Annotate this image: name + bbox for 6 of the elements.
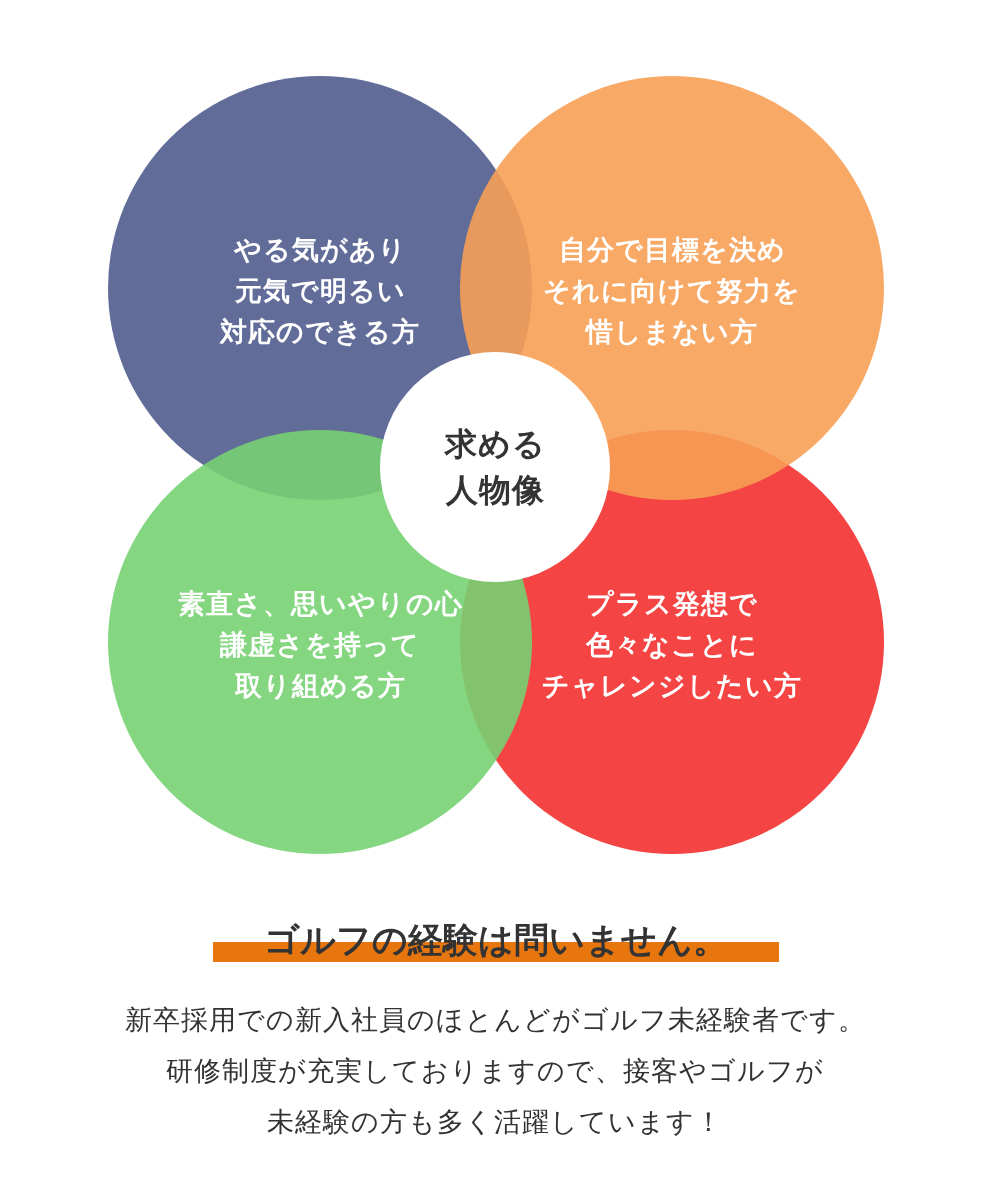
trait-text: 自分で目標を決めそれに向けて努力を惜しまない方 — [543, 232, 801, 349]
trait-text: やる気があり元気で明るい対応のできる方 — [220, 232, 420, 349]
trait-text: プラス発想で色々なことにチャレンジしたい方 — [542, 586, 802, 703]
caption-text: 新卒採用での新入社員のほとんどがゴルフ未経験者です。研修制度が充実しておりますので、接客やゴルフが未経験の方も多く活躍しています！ — [124, 1002, 866, 1139]
center-label: 求める人物像 — [444, 424, 546, 511]
trait-text: 素直さ、思いやりの心謙虚さを持って取り組める方 — [177, 586, 463, 703]
